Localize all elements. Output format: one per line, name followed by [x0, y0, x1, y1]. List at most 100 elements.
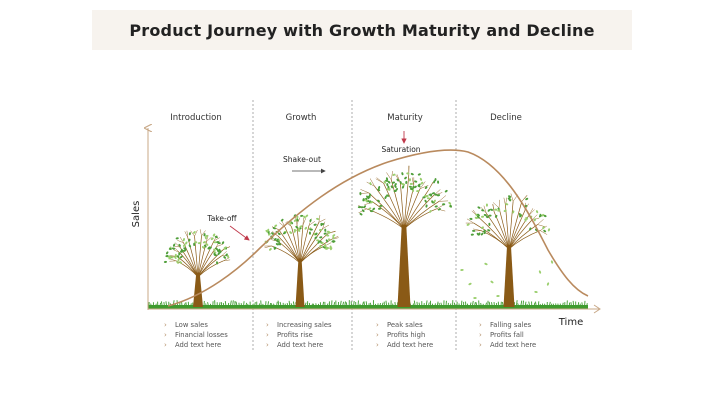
stage-label-maturity: Maturity — [387, 113, 422, 123]
grass-blade — [150, 303, 152, 307]
tree-leaf — [505, 203, 509, 206]
tree-twig — [419, 185, 429, 189]
grass-blade — [385, 300, 388, 307]
tree-leaf — [208, 246, 212, 250]
tree-twig — [376, 177, 384, 184]
tree-twig — [174, 247, 180, 253]
tree-twig — [438, 195, 447, 202]
tree-leaf — [357, 206, 362, 209]
grass-blade — [345, 302, 348, 307]
tree-leaf — [267, 228, 270, 232]
tree-leaf — [188, 238, 191, 242]
tree-leaf — [404, 176, 407, 180]
tree-leaf — [405, 180, 408, 185]
tree-leaf — [429, 210, 432, 213]
tree-leaf — [165, 254, 169, 258]
tree-leaf — [277, 232, 281, 236]
tree-leaf — [370, 201, 374, 204]
tree-leaf — [401, 185, 405, 189]
tree-leaf — [300, 214, 304, 217]
tree-leaf — [497, 209, 501, 212]
tree-leaf — [325, 239, 329, 243]
tree-leaf — [304, 226, 308, 230]
tree-maturity — [357, 165, 453, 307]
falling-leaf — [550, 260, 554, 264]
tree-leaf — [179, 255, 183, 259]
grass-blade — [524, 301, 527, 307]
tree-leaf — [388, 187, 391, 191]
tree-leaf — [420, 181, 424, 185]
tree-leaf — [297, 227, 300, 231]
tree-leaf — [168, 247, 172, 250]
grass-blade — [276, 301, 278, 307]
grass-blade — [533, 302, 536, 307]
tree-leaf — [212, 233, 216, 237]
tree-leaf — [178, 252, 181, 256]
tree-branch — [403, 189, 429, 230]
tree-leaf — [408, 185, 413, 188]
tree-branch — [284, 226, 301, 264]
grass-blade — [528, 301, 531, 307]
bullet-dot: › — [164, 341, 167, 349]
grass-blade — [245, 302, 248, 307]
grass-blade — [205, 303, 207, 307]
tree-leaf — [524, 218, 527, 222]
tree-leaf — [430, 193, 433, 197]
tree-twig — [360, 189, 369, 194]
tree-leaf — [314, 236, 318, 240]
tree-leaf — [535, 210, 539, 214]
tree-leaf — [399, 181, 402, 185]
grass-blade — [288, 300, 291, 307]
tree-leaf — [174, 253, 177, 257]
tree-twig — [201, 230, 206, 237]
tree-twig — [466, 218, 474, 224]
grass-blade — [229, 300, 232, 307]
tree-leaf — [216, 261, 219, 265]
bullet-dot: › — [376, 331, 379, 339]
grass-blade — [361, 302, 364, 307]
tree-leaf — [360, 206, 364, 209]
grass-blade — [466, 303, 469, 307]
tree-leaf — [378, 207, 382, 210]
stage-label-introduction: Introduction — [170, 113, 221, 123]
tree-leaf — [401, 172, 404, 176]
tree-branch — [299, 222, 320, 264]
bullets-introduction: › Low sales › Financial losses › Add tex… — [164, 321, 228, 349]
diagram-title: Product Journey with Growth Maturity and… — [129, 20, 595, 40]
tree-leaf — [416, 190, 420, 193]
bullet-dot: › — [164, 321, 167, 329]
tree-leaf — [543, 229, 547, 233]
grass-blade — [333, 302, 336, 307]
tree-branch — [291, 226, 301, 264]
tree-twig — [503, 197, 506, 206]
grass-blade — [251, 303, 254, 307]
grass-blade — [440, 302, 443, 307]
tree-twig — [331, 236, 339, 240]
grass-blade — [469, 302, 472, 307]
grass-blade — [427, 302, 430, 307]
tree-leaf — [331, 240, 335, 243]
tree-branch — [508, 210, 526, 250]
falling-leaf — [460, 268, 464, 272]
grass-blade — [304, 302, 307, 307]
grass-blade — [562, 302, 564, 307]
tree-twig — [386, 172, 392, 181]
tree-twig — [483, 205, 487, 214]
grass-blade — [431, 303, 434, 307]
tree-leaf — [379, 204, 383, 207]
falling-leaf — [468, 282, 472, 286]
tree-leaf — [425, 204, 428, 208]
tree-leaf — [326, 234, 330, 237]
tree-leaf — [282, 231, 286, 235]
tree-leaf — [203, 244, 207, 248]
falling-leaf — [473, 296, 477, 300]
bullet-item: Add text here — [387, 341, 433, 349]
tree-leaf — [478, 232, 481, 236]
tree-leaf — [533, 218, 536, 222]
tree-trunk — [503, 245, 515, 307]
falling-leaf — [496, 294, 500, 298]
grass-blade — [497, 301, 500, 307]
tree-decline — [465, 193, 551, 307]
tree-leaf — [332, 236, 335, 240]
tree-twig — [302, 217, 304, 226]
